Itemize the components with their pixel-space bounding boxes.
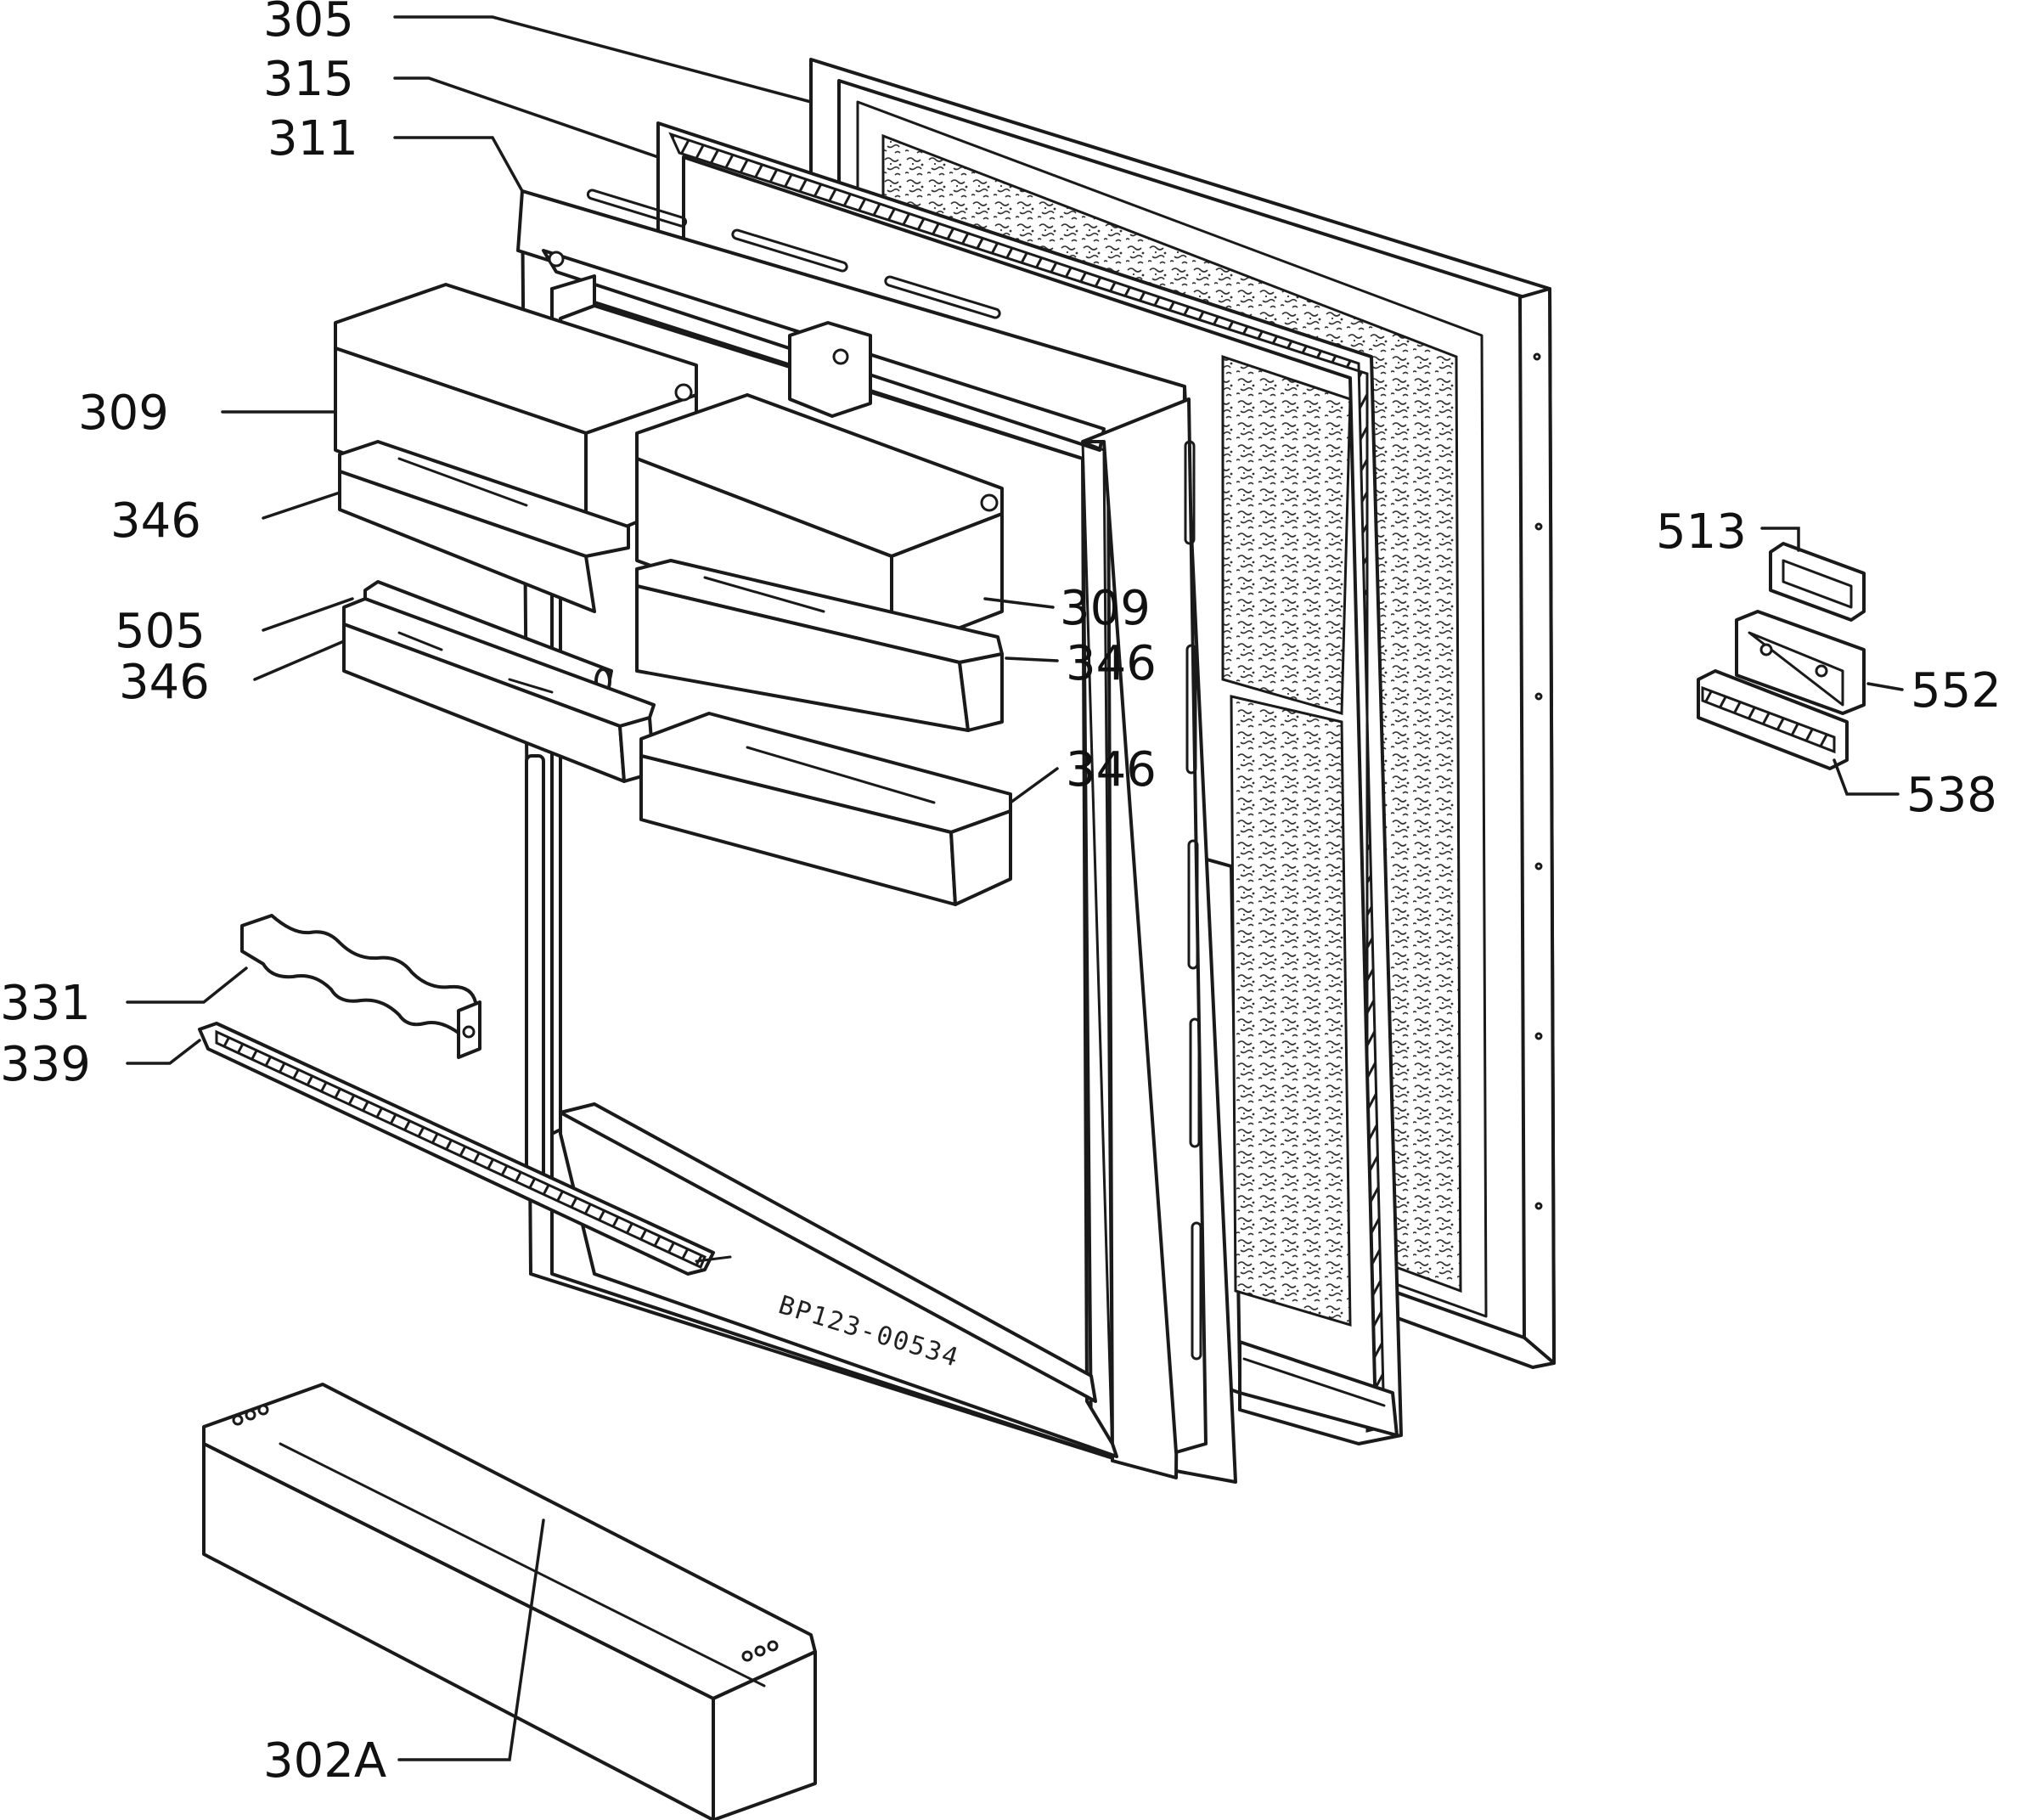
bin-vent-dots: [232, 1404, 779, 1662]
liner-side-slots: [586, 189, 1202, 1361]
part-labels: 305 315 311 309 346 505 346 309 346 346 …: [0, 0, 2001, 1789]
bottle-holder-331: [240, 914, 481, 1059]
label-339: 339: [0, 1037, 91, 1092]
rack-rail-339: [198, 1022, 732, 1276]
panel-edge-holes: [1533, 352, 1543, 1210]
label-346-upper-left: 346: [110, 493, 201, 549]
handle-cap-513: [1769, 542, 1866, 622]
shelf-346-upper-left: [338, 440, 630, 613]
label-311: 311: [267, 111, 358, 166]
handle-plate-552: [1735, 610, 1866, 715]
label-346-lower-right: 346: [1066, 742, 1157, 797]
shelf-346-upper-right: [635, 559, 1004, 732]
label-505: 505: [115, 604, 205, 659]
handle-strip-538: [1697, 669, 1849, 770]
leader-lines: [126, 15, 1904, 1761]
label-302A: 302A: [263, 1733, 386, 1789]
shelf-346-lower-right: [639, 712, 1012, 906]
label-305: 305: [263, 0, 354, 48]
label-552: 552: [1911, 663, 2001, 718]
label-331: 331: [0, 976, 91, 1031]
label-346-lower-left: 346: [119, 655, 210, 710]
shelf-346-lower-left: [342, 597, 656, 783]
label-513: 513: [1656, 504, 1747, 560]
label-346-upper-right: 346: [1066, 636, 1157, 691]
door-bin-302A: [202, 1383, 817, 1820]
label-538: 538: [1906, 768, 1997, 823]
label-309-right: 309: [1060, 581, 1151, 636]
label-309-left: 309: [78, 386, 169, 441]
label-315: 315: [263, 52, 354, 107]
